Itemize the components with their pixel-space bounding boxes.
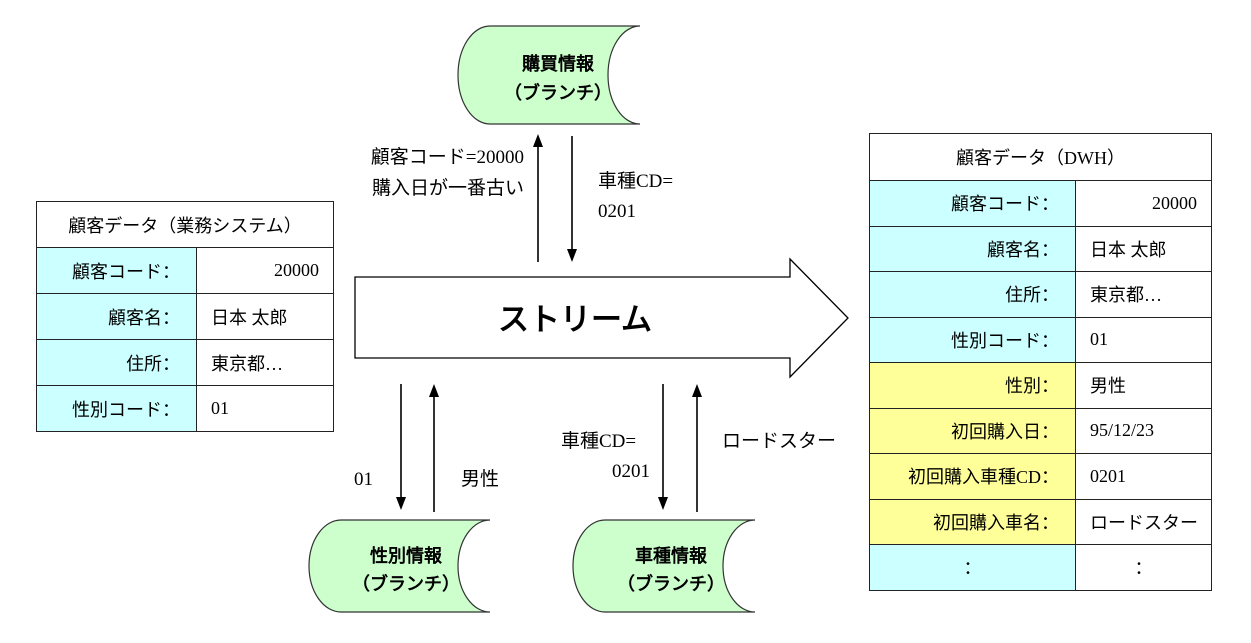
field-value: 01: [1075, 316, 1212, 363]
field-value: 東京都…: [1075, 271, 1212, 318]
field-label: 性別コード：: [869, 316, 1076, 363]
field-value: 東京都…: [196, 339, 334, 386]
field-value: 男性: [1075, 362, 1212, 409]
table-row: 住所： 東京都…: [869, 271, 1212, 318]
table-row-derived: 初回購入車名： ロードスター: [869, 498, 1212, 545]
branch-purchase: 購買情報 （ブランチ）: [457, 25, 641, 125]
branch-car-model: 車種情報 （ブランチ）: [572, 519, 756, 613]
table-row: 顧客名： 日本 太郎: [869, 225, 1212, 272]
dwh-customer-table: 顧客データ（DWH） 顧客コード： 20000 顧客名： 日本 太郎 住所： 東…: [869, 133, 1212, 591]
stream-arrow: ストリーム: [354, 257, 849, 379]
flow-to-purchase-line1: 顧客コード=20000: [371, 146, 524, 168]
table-row-derived: 初回購入日： 95/12/23: [869, 407, 1212, 454]
arrow-from-car-model: [692, 384, 702, 512]
table-row: 性別コード： 01: [36, 385, 334, 432]
arrow-to-car-model: [658, 384, 668, 510]
table-row-derived: 初回購入車種CD： 0201: [869, 453, 1212, 500]
table-title-row: 顧客データ（DWH）: [869, 133, 1212, 181]
field-label: 顧客コード：: [869, 180, 1076, 227]
field-label: 初回購入車名：: [869, 498, 1076, 545]
flow-from-purchase-line2: 0201: [598, 201, 636, 222]
field-value: ：: [1075, 544, 1212, 591]
flow-from-gender: 男性: [461, 468, 499, 490]
table-row: 性別コード： 01: [869, 316, 1212, 363]
arrow-from-purchase: [567, 136, 577, 262]
table-row: ： ：: [869, 544, 1212, 591]
flow-to-car-model-line1: 車種CD=: [561, 430, 636, 452]
table-title: 顧客データ（業務システム）: [36, 201, 334, 248]
stored-data-shape: [308, 519, 491, 613]
field-value: ロードスター: [1075, 498, 1212, 545]
field-label: 住所：: [36, 339, 197, 386]
branch-purchase-name: 購買情報: [521, 53, 595, 75]
field-label: 顧客コード：: [36, 247, 197, 294]
branch-gender-name: 性別情報: [370, 545, 443, 567]
flow-to-gender: 01: [354, 469, 373, 490]
branch-gender-type: （ブランチ）: [352, 573, 460, 595]
table-row: 顧客コード： 20000: [869, 180, 1212, 227]
flow-from-car-model: ロードスター: [722, 430, 836, 452]
arrow-to-gender: [396, 384, 406, 510]
branch-car-model-type: （ブランチ）: [617, 573, 725, 595]
stream-label: ストリーム: [498, 302, 652, 338]
arrow-from-gender: [429, 384, 439, 512]
field-label: 初回購入車種CD：: [869, 453, 1076, 500]
table-row-derived: 性別： 男性: [869, 362, 1212, 409]
stored-data-shape: [457, 25, 641, 125]
stored-data-shape: [572, 519, 756, 613]
field-value: 20000: [1075, 180, 1212, 227]
branch-gender: 性別情報 （ブランチ）: [308, 519, 491, 613]
field-label: 初回購入日：: [869, 407, 1076, 454]
field-value: 01: [196, 385, 334, 432]
flow-to-car-model-line2: 0201: [612, 461, 650, 482]
flow-from-purchase-line1: 車種CD=: [598, 170, 673, 192]
table-row: 顧客名： 日本 太郎: [36, 293, 334, 340]
table-row: 顧客コード： 20000: [36, 247, 334, 294]
flow-to-purchase-line2: 購入日が一番古い: [372, 177, 524, 199]
branch-car-model-name: 車種情報: [635, 545, 708, 567]
table-row: 住所： 東京都…: [36, 339, 334, 386]
source-customer-table: 顧客データ（業務システム） 顧客コード： 20000 顧客名： 日本 太郎 住所…: [36, 201, 334, 432]
field-label: 性別：: [869, 362, 1076, 409]
table-title-row: 顧客データ（業務システム）: [36, 201, 334, 248]
field-value: 日本 太郎: [1075, 225, 1212, 272]
table-title: 顧客データ（DWH）: [869, 133, 1212, 181]
stream-arrow-shape: [354, 257, 849, 379]
field-value: 95/12/23: [1075, 407, 1212, 454]
field-value: 20000: [196, 247, 334, 294]
branch-purchase-type: （ブランチ）: [504, 82, 612, 104]
field-label: 顧客名：: [869, 225, 1076, 272]
field-label: 性別コード：: [36, 385, 197, 432]
field-value: 日本 太郎: [196, 293, 334, 340]
field-label: 住所：: [869, 271, 1076, 318]
field-label: 顧客名：: [36, 293, 197, 340]
arrow-to-purchase: [533, 134, 543, 262]
field-label: ：: [869, 544, 1076, 591]
field-value: 0201: [1075, 453, 1212, 500]
